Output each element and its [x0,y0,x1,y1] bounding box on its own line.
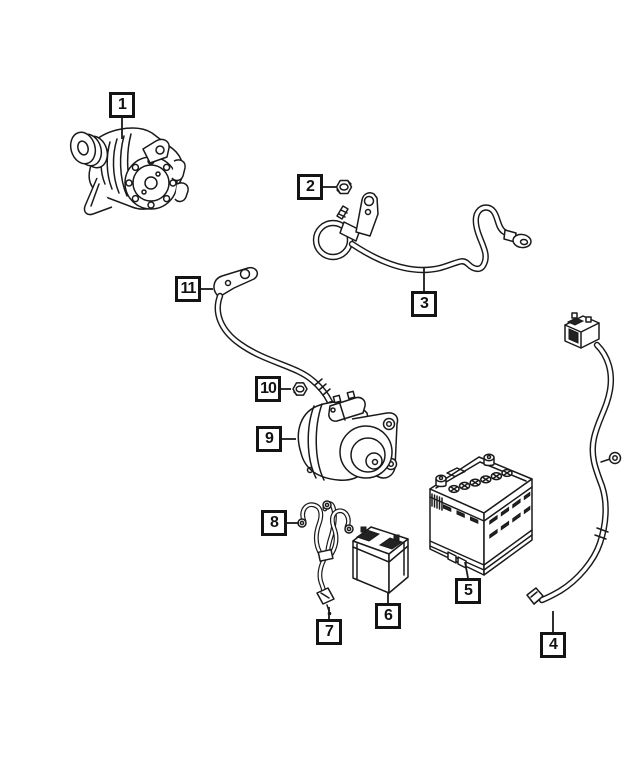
callout-11-label: 11 [180,280,197,297]
positive-cable-drawing [526,312,622,605]
aux-battery-drawing [352,526,409,594]
nut-10-drawing [292,382,308,396]
battery-drawing [429,453,533,576]
ground-cable-drawing [213,266,340,414]
callout-2-label: 2 [306,178,315,195]
callout-4-label: 4 [549,636,558,653]
wiring-harness-drawing [297,500,354,616]
callout-8[interactable]: 8 [261,510,287,536]
callout-1-label: 1 [118,96,127,113]
callout-leader-lines [121,118,554,632]
alternator-drawing [69,127,189,216]
callout-5-label: 5 [464,582,473,599]
callout-8-label: 8 [270,514,279,531]
callout-4[interactable]: 4 [540,632,566,658]
callout-5[interactable]: 5 [455,578,481,604]
callout-10-label: 10 [260,380,277,397]
nut-2-drawing [335,179,353,195]
alternator-cable-drawing [312,192,532,274]
callout-2[interactable]: 2 [297,174,323,200]
callout-10[interactable]: 10 [255,376,281,402]
callout-1[interactable]: 1 [109,92,135,118]
callout-3-label: 3 [420,295,429,312]
starter-drawing [297,390,399,481]
callout-6[interactable]: 6 [375,603,401,629]
callout-7-label: 7 [325,623,334,640]
callout-9-label: 9 [265,430,274,447]
callout-3[interactable]: 3 [411,291,437,317]
callout-11[interactable]: 11 [175,276,201,302]
callout-7[interactable]: 7 [316,619,342,645]
callout-9[interactable]: 9 [256,426,282,452]
callout-6-label: 6 [384,607,393,624]
